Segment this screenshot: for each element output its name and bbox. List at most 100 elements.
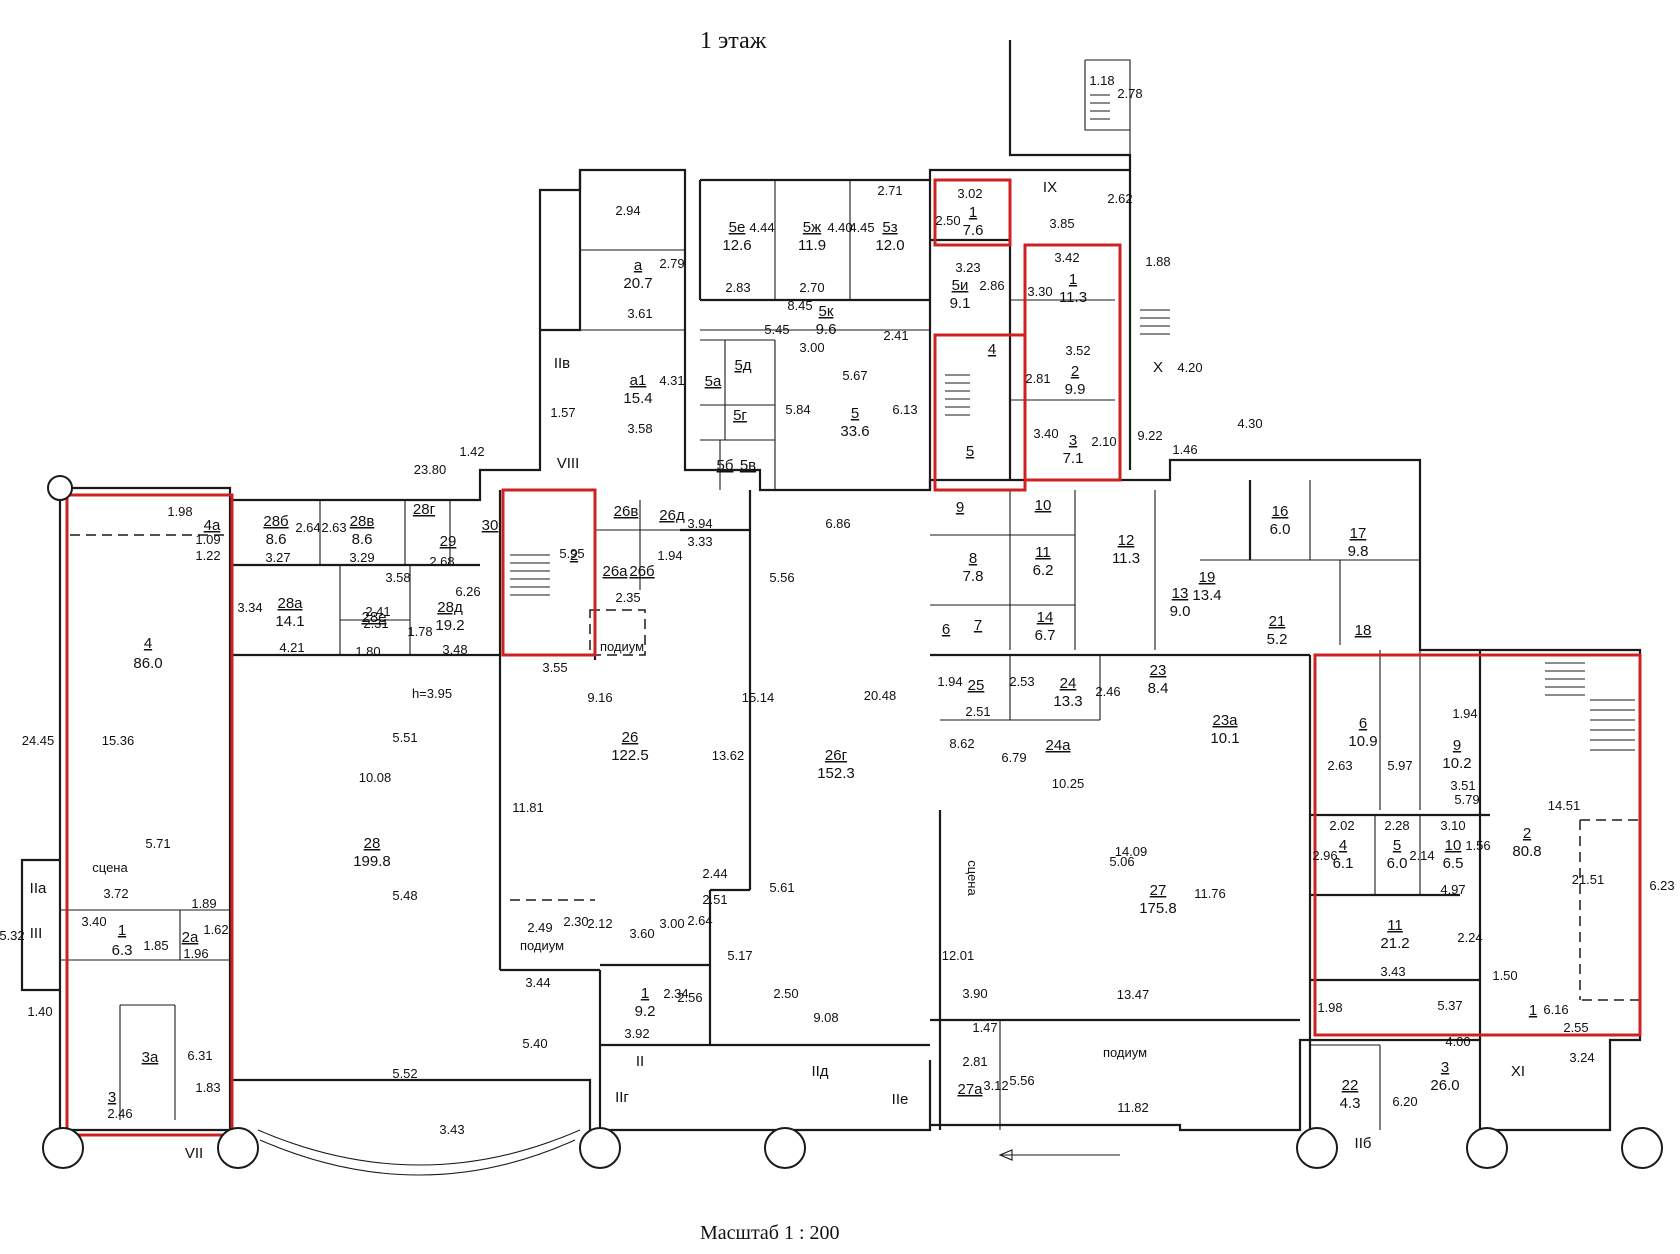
dimension-label: 23.80 xyxy=(414,462,447,477)
dimension-label: 2.71 xyxy=(877,183,902,198)
room-5-east-number: 5 xyxy=(1393,837,1401,854)
dimension-label: 1.94 xyxy=(937,674,962,689)
dimension-label: 8.62 xyxy=(949,736,974,751)
room-1-right-number: 1 xyxy=(1069,271,1077,288)
room-5i-area: 9.1 xyxy=(950,295,971,312)
room-28a-number: 28а xyxy=(277,595,303,612)
dimension-label: 9.22 xyxy=(1137,428,1162,443)
room-11-number: 11 xyxy=(1035,544,1051,561)
dimension-label: 5.06 xyxy=(1109,854,1134,869)
dimension-label: 6.26 xyxy=(455,584,480,599)
front-arc xyxy=(259,1139,576,1176)
highlight-stair-tower xyxy=(933,333,1027,492)
dimension-label: 2.34 xyxy=(663,986,688,1001)
room-24a-number: 24а xyxy=(1045,737,1071,754)
highlight-left-wing xyxy=(65,493,234,1137)
room-labels: 4 86.0 4а 1 6.3 2а 3а 3 28б 8.6 28в 8.6 … xyxy=(108,204,1542,1112)
room-23a-number: 23а xyxy=(1212,712,1238,729)
room-28b-number: 28б xyxy=(263,513,288,530)
dimension-label: 21.51 xyxy=(1572,872,1605,887)
dimension-label: 4.21 xyxy=(279,640,304,655)
dimension-label: 2.68 xyxy=(429,554,454,569)
dimension-label: 3.42 xyxy=(1054,250,1079,265)
room-11-east-number: 11 xyxy=(1387,917,1403,934)
stage-label-mid: сцена xyxy=(965,860,980,896)
scale-label: Масштаб 1 : 200 xyxy=(700,1222,840,1244)
dimension-label: 3.34 xyxy=(237,600,262,615)
dimension-label: 5.48 xyxy=(392,888,417,903)
dimension-label: 2.70 xyxy=(799,280,824,295)
stage-label-left: сцена xyxy=(92,860,128,875)
dimension-label: 3.60 xyxy=(629,926,654,941)
dimension-label: 2.62 xyxy=(1107,191,1132,206)
room-16-number: 16 xyxy=(1272,503,1289,520)
room-1-center-number: 1 xyxy=(641,985,649,1002)
room-5-area: 33.6 xyxy=(840,423,869,440)
dimension-label: 2.12 xyxy=(587,916,612,931)
dimension-label: 5.37 xyxy=(1437,998,1462,1013)
room-30-number: 30 xyxy=(482,517,499,534)
dimension-label: 3.48 xyxy=(442,642,467,657)
room-4-number: 4 xyxy=(144,635,152,652)
dimension-label: 3.30 xyxy=(1027,284,1052,299)
dimension-label: 3.94 xyxy=(687,516,712,531)
floor-title: 1 этаж xyxy=(700,28,767,54)
dimension-label: 2.41 xyxy=(883,328,908,343)
room-1-top-number: 1 xyxy=(969,204,977,221)
dimension-label: 3.90 xyxy=(962,986,987,1001)
roman-label: II xyxy=(636,1053,644,1070)
room-28-number: 28 xyxy=(364,835,381,852)
dimension-label: 2.24 xyxy=(1457,930,1482,945)
dimension-label: 1.85 xyxy=(143,938,168,953)
ceiling-height-label: h=3.95 xyxy=(412,686,452,701)
room-5k-number: 5к xyxy=(819,303,834,320)
room-27-area: 175.8 xyxy=(1139,900,1177,917)
room-28d-number: 28д xyxy=(437,599,463,616)
room-28d-area: 19.2 xyxy=(435,617,464,634)
dimension-label: 10.08 xyxy=(359,770,392,785)
dimension-label: 2.83 xyxy=(725,280,750,295)
dimension-label: 2.14 xyxy=(1409,848,1434,863)
room-26-area: 122.5 xyxy=(611,747,649,764)
room-26d-number: 26д xyxy=(659,507,685,524)
dimension-label: 6.16 xyxy=(1543,1002,1568,1017)
room-2-right-number: 2 xyxy=(1071,363,1079,380)
room-27a-number: 27а xyxy=(957,1081,983,1098)
room-1-top-area: 7.6 xyxy=(963,222,984,239)
room-5z-number: 5з xyxy=(882,219,897,236)
room-2-stair-number: 2 xyxy=(570,547,578,564)
dimension-label: 11.76 xyxy=(1194,886,1226,901)
room-25-number: 25 xyxy=(968,677,985,694)
dimension-label: 2.64 xyxy=(687,913,712,928)
dimension-label: 1.98 xyxy=(167,504,192,519)
roman-label: X xyxy=(1153,359,1163,376)
room-a1-area: 15.4 xyxy=(623,390,652,407)
dimension-label: 1.57 xyxy=(550,405,575,420)
dimension-label: 5.40 xyxy=(522,1036,547,1051)
room-5-stair-number: 5 xyxy=(966,443,974,460)
roman-label: IIа xyxy=(30,880,47,897)
dimension-label: 6.86 xyxy=(825,516,850,531)
room-11-area: 6.2 xyxy=(1033,562,1054,579)
column-circle xyxy=(1466,1127,1508,1169)
dimension-label: 5.71 xyxy=(145,836,170,851)
room-18-number: 18 xyxy=(1355,622,1372,639)
roman-label: IIе xyxy=(892,1091,909,1108)
room-4a-number: 4а xyxy=(204,517,221,534)
dimension-label: 4.40 xyxy=(827,220,852,235)
room-28v-area: 8.6 xyxy=(352,531,373,548)
dimension-label: 3.58 xyxy=(627,421,652,436)
room-16-area: 6.0 xyxy=(1270,521,1291,538)
dimension-label: 5.45 xyxy=(764,322,789,337)
dimension-label: 2.46 xyxy=(1095,684,1120,699)
dimension-label: 14.09 xyxy=(1115,844,1148,859)
room-3-right-number: 3 xyxy=(1069,432,1077,449)
dimension-label: 2.94 xyxy=(615,203,640,218)
dimension-labels: 24.45 15.36 5.71 3.72 3.40 1.85 1.96 1.6… xyxy=(0,73,1675,1137)
dimension-label: 2.49 xyxy=(527,920,552,935)
dimension-label: 1.94 xyxy=(1452,706,1477,721)
dimension-label: 1.42 xyxy=(459,444,484,459)
room-24-number: 24 xyxy=(1060,675,1077,692)
room-3-east-number: 3 xyxy=(1441,1059,1449,1076)
